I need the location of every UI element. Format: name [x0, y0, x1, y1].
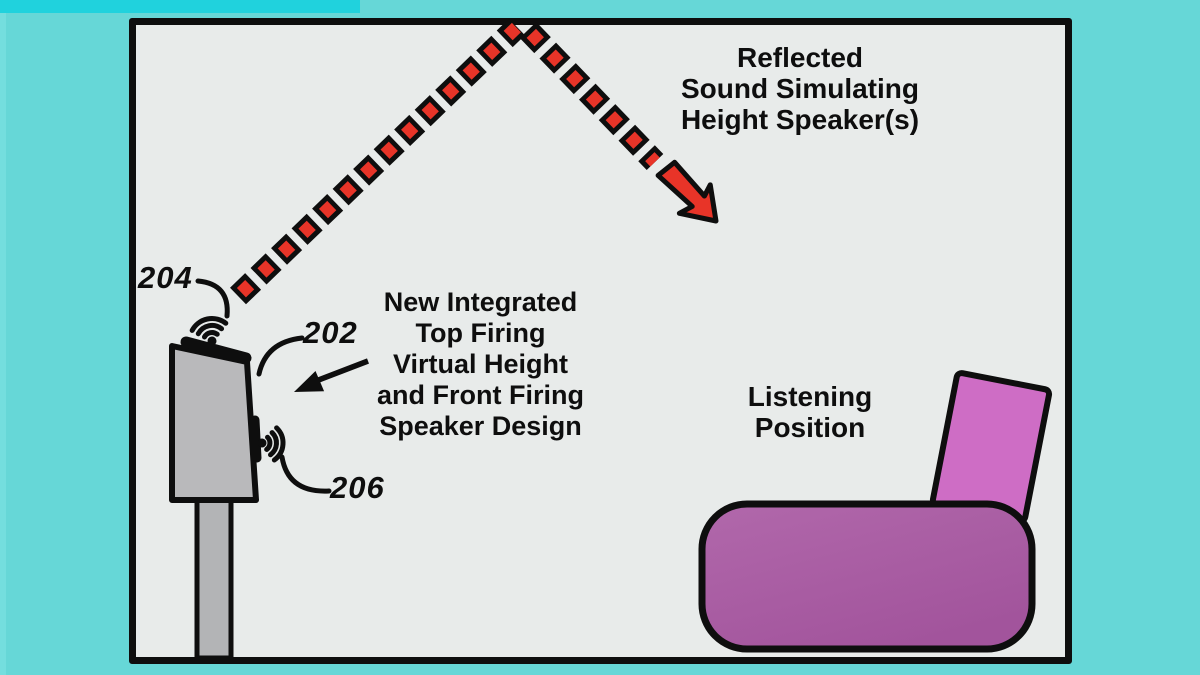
accent-strip-left: [0, 13, 6, 675]
speaker-stand: [194, 495, 234, 661]
front-sound-waves-icon: [257, 425, 286, 463]
beam-arrowhead-icon: [655, 159, 719, 224]
accent-strip-top: [0, 0, 360, 13]
leader-line-202: [256, 335, 305, 377]
annotation-arrow-icon: [294, 358, 369, 392]
speaker-body: [169, 343, 259, 503]
leader-line-206: [279, 454, 332, 494]
front-firing-driver: [250, 415, 262, 463]
top-sound-waves-icon: [189, 316, 229, 346]
armchair: [698, 370, 1053, 653]
reflected-sound-caption: Reflected Sound Simulating Height Speake…: [680, 42, 920, 135]
top-firing-driver: [180, 336, 252, 364]
leader-line-204: [195, 278, 230, 319]
ref-numeral-204: 204: [138, 260, 193, 295]
speaker-design-caption: New Integrated Top Firing Virtual Height…: [377, 287, 584, 441]
ref-numeral-206: 206: [330, 470, 385, 505]
ref-numeral-202: 202: [303, 315, 358, 350]
chair-seat: [698, 500, 1036, 653]
chair-backrest: [929, 370, 1053, 524]
reflected-sound-beam: [230, 18, 719, 305]
listening-position-caption: Listening Position: [747, 381, 873, 443]
speaker-unit: [169, 336, 262, 661]
